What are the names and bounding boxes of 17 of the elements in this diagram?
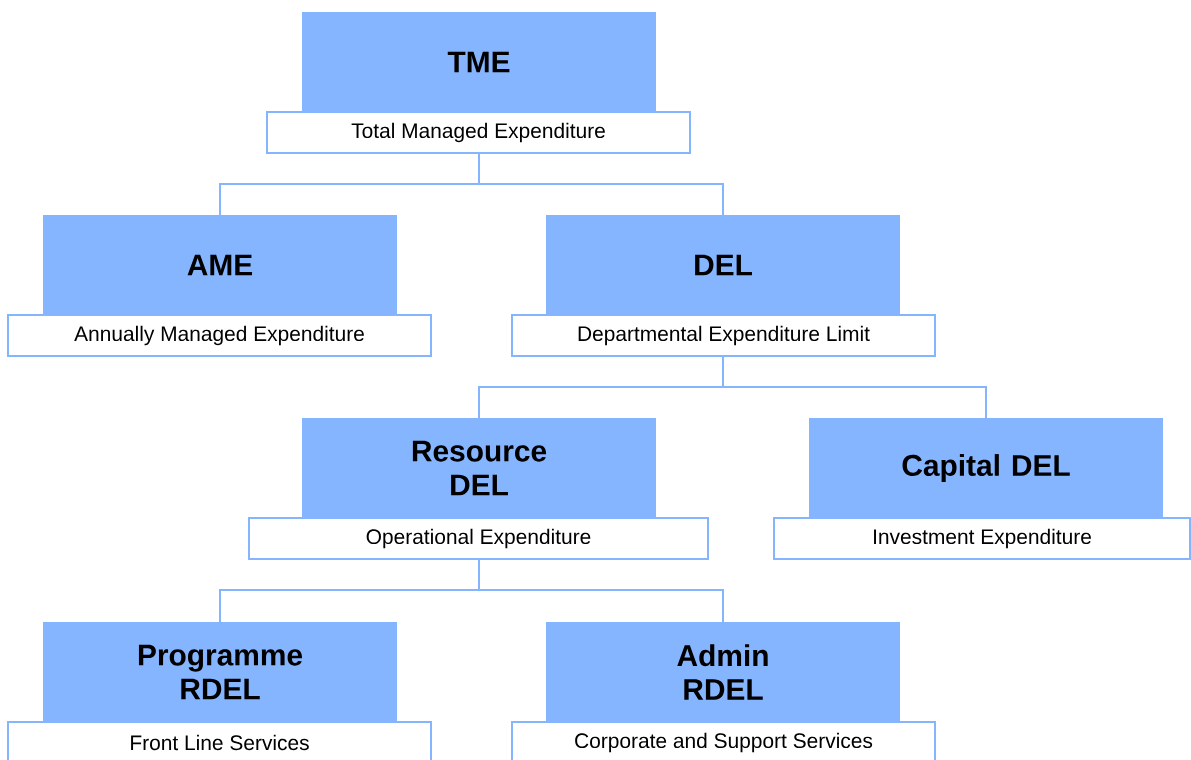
subtitle-box: Operational Expenditure (248, 517, 709, 560)
heading-box: AME (43, 215, 397, 315)
connector-line (478, 558, 724, 623)
heading-box: Admin RDEL (546, 622, 900, 722)
heading-box: TME (302, 12, 656, 112)
subtitle-box: Departmental Expenditure Limit (511, 314, 936, 357)
subtitle-box: Annually Managed Expenditure (7, 314, 432, 357)
connector-line (722, 355, 987, 419)
subtitle-box: Corporate and Support Services (511, 721, 936, 760)
subtitle-box: Front Line Services (7, 721, 432, 760)
heading-box: Programme RDEL (43, 622, 397, 722)
subtitle-box: Total Managed Expenditure (266, 111, 691, 154)
connector-line (478, 152, 724, 216)
subtitle-box: Investment Expenditure (773, 517, 1191, 560)
heading-box: DEL (546, 215, 900, 315)
heading-box: Capital DEL (809, 418, 1163, 518)
heading-box: Resource DEL (302, 418, 656, 518)
